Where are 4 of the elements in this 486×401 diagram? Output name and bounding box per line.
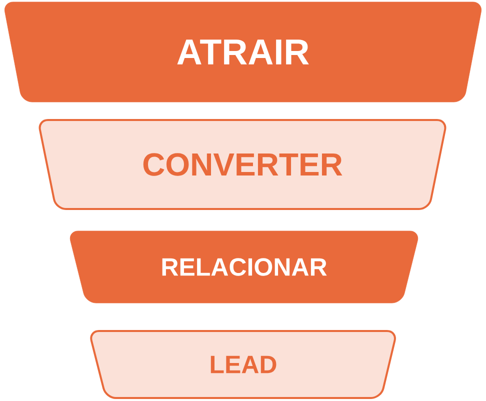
- funnel-band: RELACIONAR: [70, 230, 418, 304]
- funnel-band: ATRAIR: [4, 2, 482, 102]
- funnel-band: LEAD: [90, 330, 396, 399]
- funnel-band: CONVERTER: [38, 119, 446, 210]
